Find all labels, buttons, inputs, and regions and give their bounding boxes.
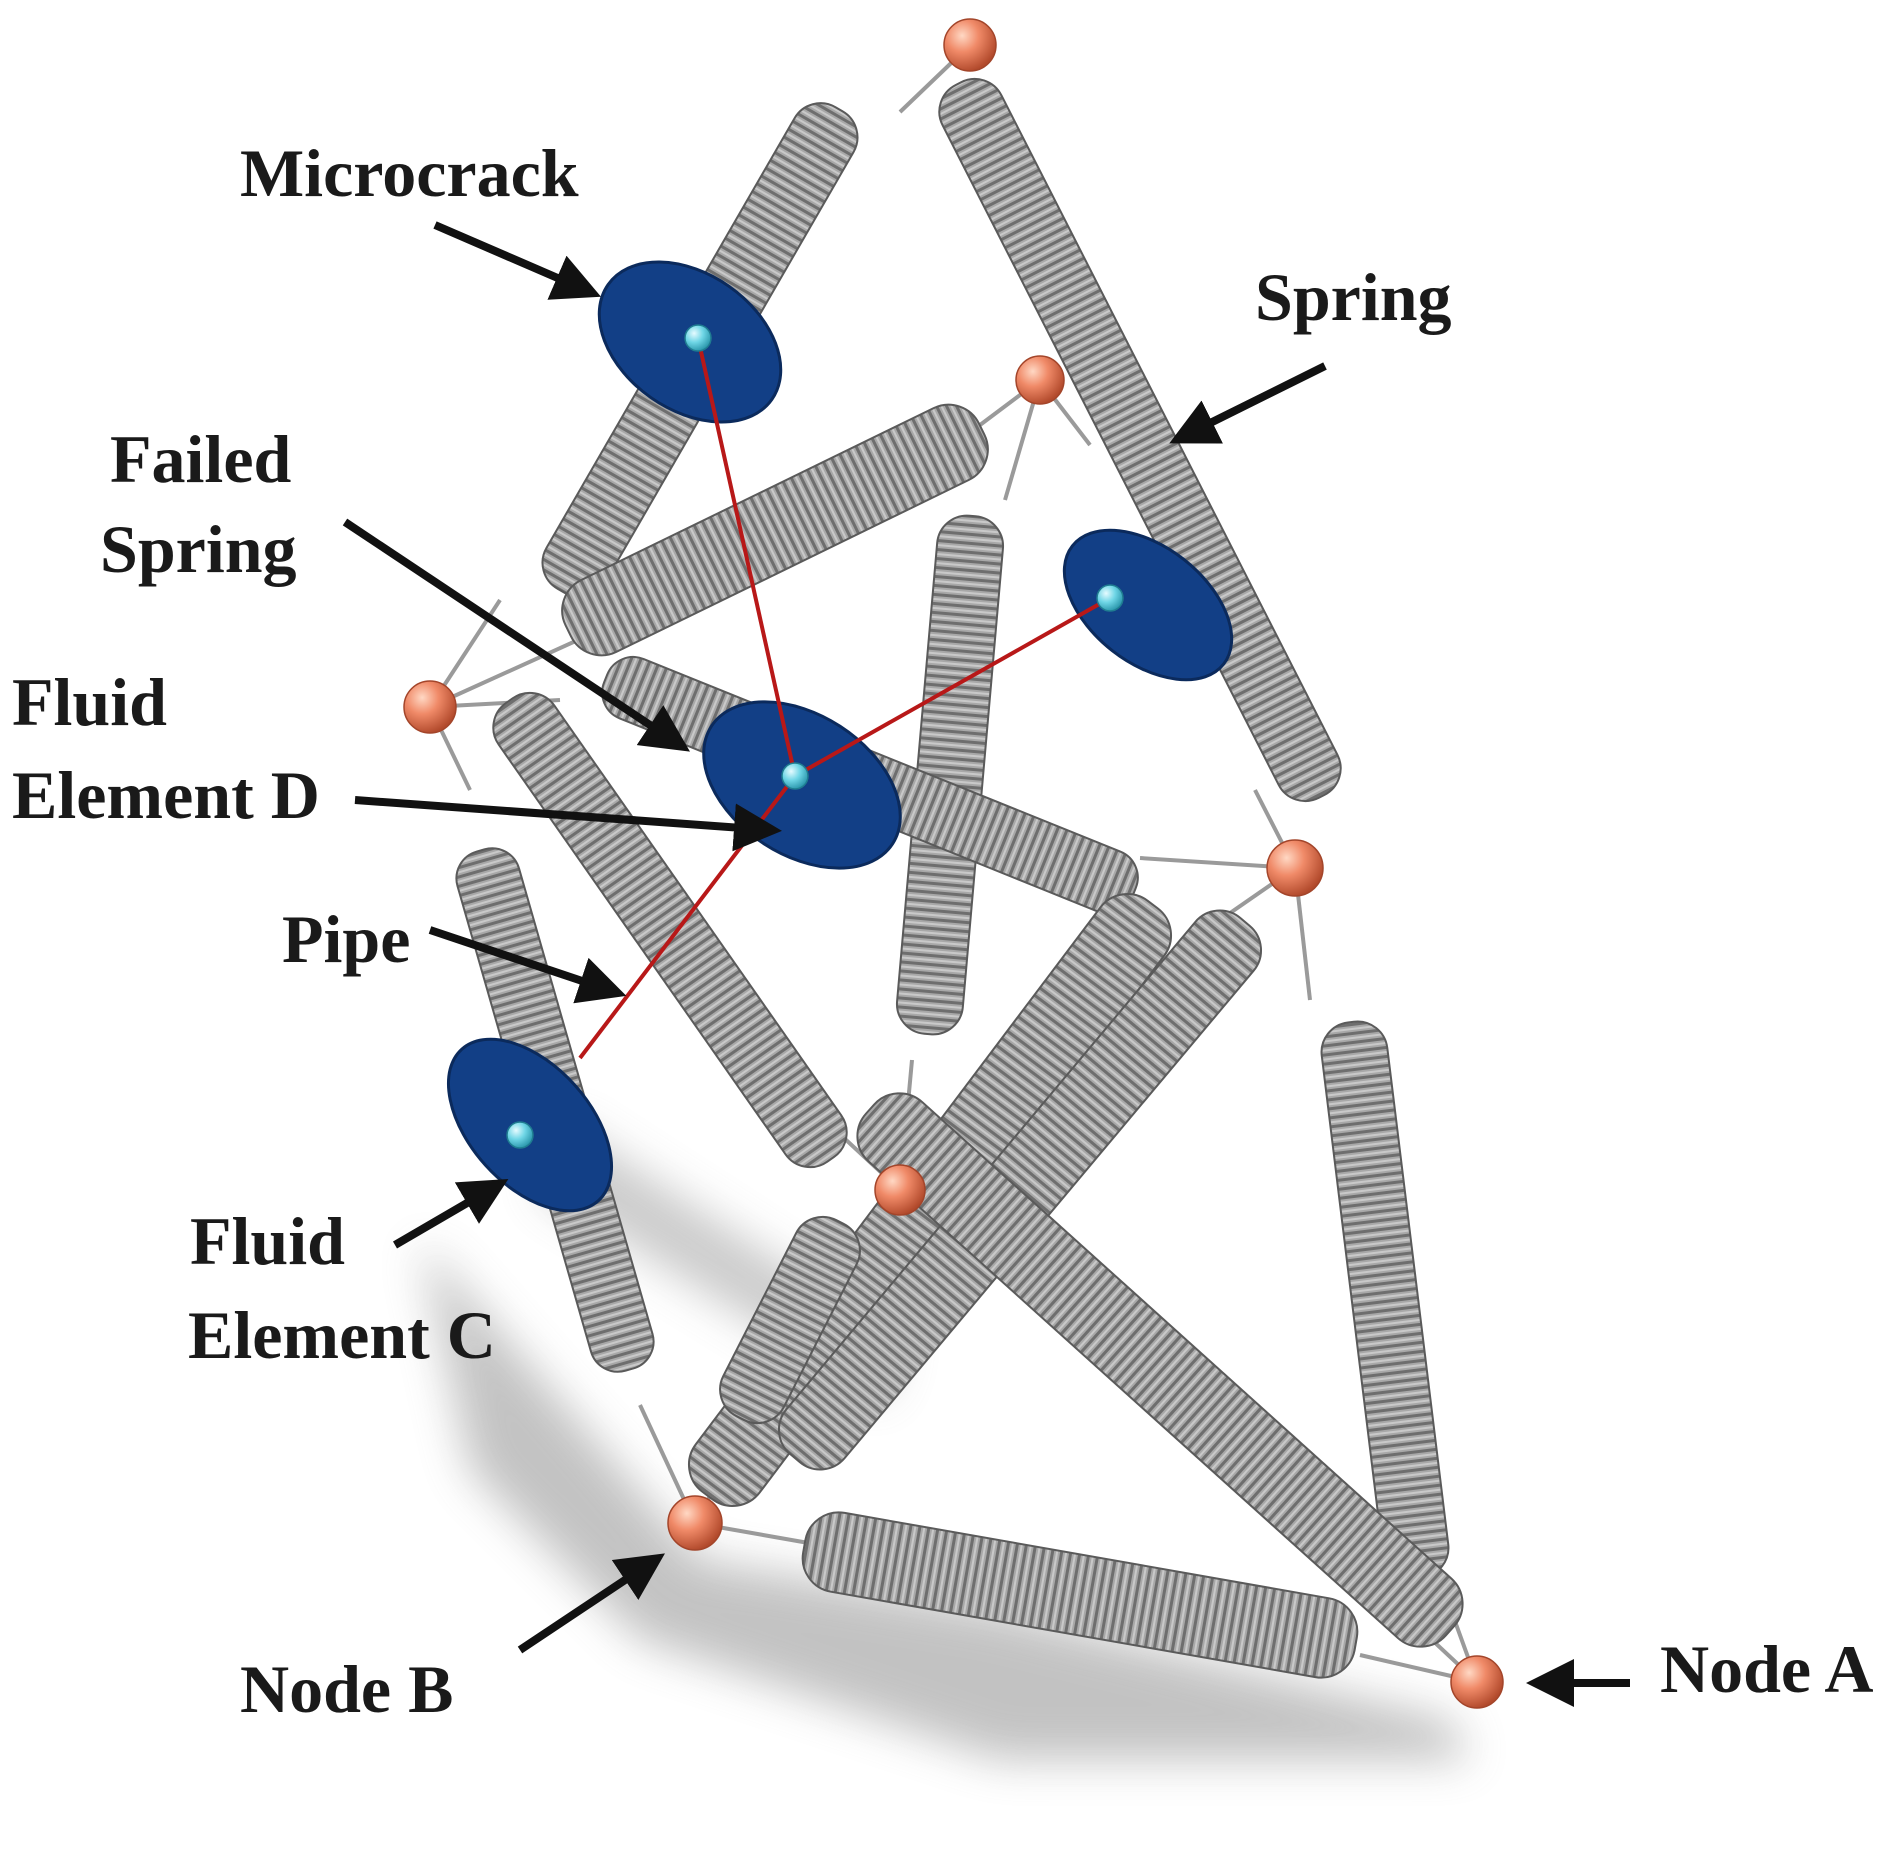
node-a	[1450, 1655, 1504, 1709]
label-fluid-element-c-line1: Fluid	[190, 1203, 345, 1279]
labels: Microcrack Spring Failed Spring Fluid El…	[12, 135, 1873, 1727]
label-failed-spring-line1: Failed	[110, 421, 292, 497]
label-node-b: Node B	[240, 1651, 453, 1727]
label-microcrack: Microcrack	[240, 135, 579, 211]
arrow-failed-spring	[342, 518, 690, 752]
spring-mid-left-diagonal	[492, 691, 848, 1169]
fluid-elements	[506, 324, 1124, 1149]
arrow-fluid-element-d	[354, 796, 782, 852]
pipe-2	[794, 596, 1111, 778]
pipe-1	[696, 337, 797, 777]
arrow-pipe	[428, 926, 627, 1004]
microcrack-disc-lower	[446, 1037, 614, 1213]
arrow-spring	[1169, 362, 1327, 444]
node-center	[874, 1164, 926, 1216]
label-fluid-element-d-line2: Element D	[12, 757, 320, 833]
fluid-element-d	[781, 762, 809, 790]
callout-arrows	[342, 221, 1630, 1707]
node-right	[1266, 839, 1324, 897]
microcrack-disc-right	[1062, 528, 1234, 682]
node-top	[943, 18, 997, 72]
fluid-element-c	[506, 1121, 534, 1149]
springs	[455, 77, 1464, 1679]
node-left	[403, 680, 457, 734]
label-pipe: Pipe	[282, 901, 410, 977]
spring-bottom	[801, 1511, 1359, 1679]
label-spring: Spring	[1255, 259, 1452, 335]
fluid-element-top	[684, 324, 712, 352]
fluid-element-right	[1096, 584, 1124, 612]
label-failed-spring-line2: Spring	[100, 511, 297, 587]
node-upper-middle	[1015, 355, 1065, 405]
arrow-microcrack	[433, 221, 602, 300]
label-fluid-element-d-line1: Fluid	[12, 664, 167, 740]
spring-top-right	[938, 77, 1342, 803]
spring-lower-left	[719, 1215, 861, 1425]
arrow-node-b	[517, 1553, 665, 1654]
arrow-fluid-element-c	[392, 1178, 509, 1249]
label-node-a: Node A	[1660, 1631, 1873, 1707]
node-b	[667, 1495, 723, 1551]
spring-cross-3	[856, 1092, 1464, 1648]
label-fluid-element-c-line2: Element C	[188, 1297, 496, 1373]
spring-upper-diagonal	[561, 403, 989, 657]
nodes	[403, 18, 1504, 1709]
